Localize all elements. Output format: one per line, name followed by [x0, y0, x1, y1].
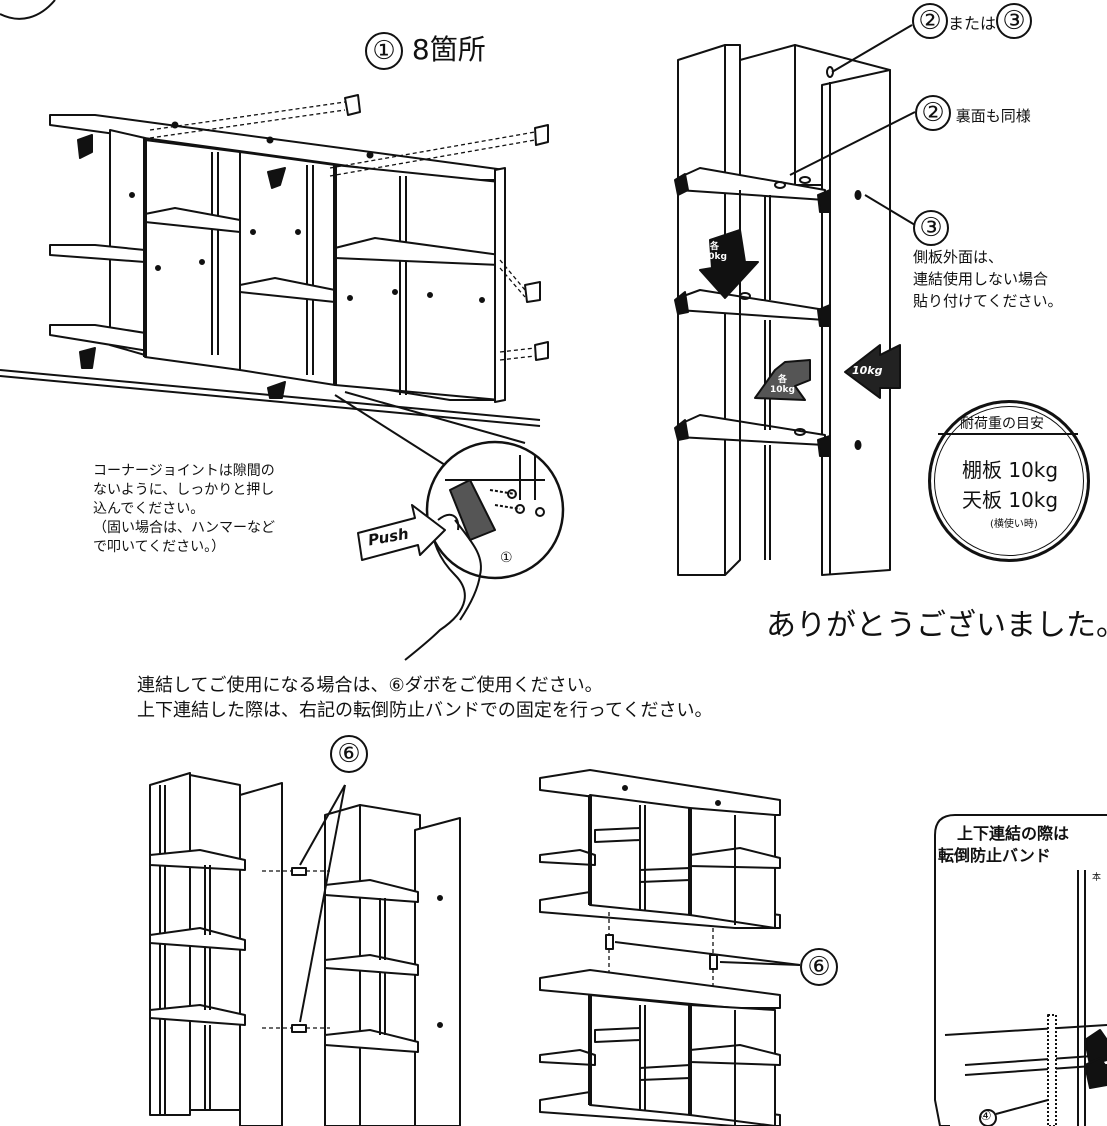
load-mid-each: 各	[777, 375, 787, 385]
band-box-number: ④	[980, 1109, 992, 1124]
label-3-outer: ③ 側板外面は、 連結使用しない場合 貼り付けてください。	[913, 210, 1063, 312]
capacity-divider	[938, 433, 1078, 435]
horizontal-shelf-unit	[0, 94, 549, 427]
label-3-line2: 連結使用しない場合	[913, 270, 1049, 288]
label-3-outer-circle: ③	[913, 210, 949, 246]
load-side-weight: 10kg	[852, 364, 883, 377]
connect-instruction-1: 連結してご使用になる場合は、⑥ダボをご使用ください。	[137, 675, 603, 696]
band-box-small: 本	[1092, 873, 1102, 883]
thank-you-message: ありがとうございました。	[766, 608, 1107, 643]
label-2-back: ② 裏面も同様	[915, 95, 1031, 131]
stacked-units	[539, 769, 801, 1126]
corner-note-line3: 込んでください。	[93, 501, 205, 517]
dowel-label-right: ⑥	[800, 948, 838, 986]
band-box-line1: 上下連結の際は	[957, 824, 1070, 843]
load-side-label: 10kg	[852, 364, 883, 377]
band-detail-box	[934, 814, 1107, 1126]
label-or-text: または	[948, 14, 997, 33]
label-2-back-text: 裏面も同様	[955, 107, 1031, 125]
load-top-each: 各	[709, 242, 719, 252]
capacity-top: 天板 10kg	[962, 488, 1059, 512]
label-3-circle: ③	[996, 3, 1033, 39]
load-top-weight: 10kg	[702, 252, 727, 262]
step1-callout: ① 8箇所	[365, 28, 486, 70]
callout-number: ①	[365, 32, 403, 70]
label-3-line1: 側板外面は、	[913, 248, 1004, 266]
label-2-back-circle: ②	[915, 95, 951, 131]
capacity-title: 耐荷重の目安	[960, 416, 1044, 432]
vertical-shelf-unit	[674, 24, 916, 576]
label-3-line3: 貼り付けてください。	[913, 292, 1063, 310]
corner-joint-note: コーナージョイントは隙間の ないように、しっかりと押し 込んでください。 （固い…	[93, 462, 275, 557]
label-2-circle: ②	[912, 3, 948, 39]
callout-count: 8箇所	[411, 33, 486, 66]
load-mid-weight: 10kg	[770, 385, 795, 395]
corner-note-line5: で叩いてください。）	[93, 539, 226, 555]
load-top-label: 各 10kg	[702, 242, 727, 262]
dowel-left-circle: ⑥	[330, 735, 368, 773]
dowel-right-circle: ⑥	[800, 948, 838, 986]
corner-note-line4: （固い場合は、ハンマーなど	[93, 520, 275, 536]
corner-note-line1: コーナージョイントは隙間の	[93, 463, 275, 479]
dowel-label-left: ⑥	[330, 735, 368, 773]
side-by-side-units	[149, 772, 461, 1126]
corner-note-line2: ないように、しっかりと押し	[93, 482, 275, 498]
magnifier-number: ①	[500, 550, 513, 566]
load-capacity-badge	[928, 400, 1090, 562]
connect-instruction-2: 上下連結した際は、右記の転倒防止バンドでの固定を行ってください。	[137, 700, 713, 721]
capacity-shelf: 棚板 10kg	[962, 458, 1059, 482]
capacity-note: (横使い時)	[990, 519, 1038, 530]
load-mid-label: 各 10kg	[770, 375, 795, 395]
band-box-line2: 転倒防止バンド	[938, 846, 1051, 865]
